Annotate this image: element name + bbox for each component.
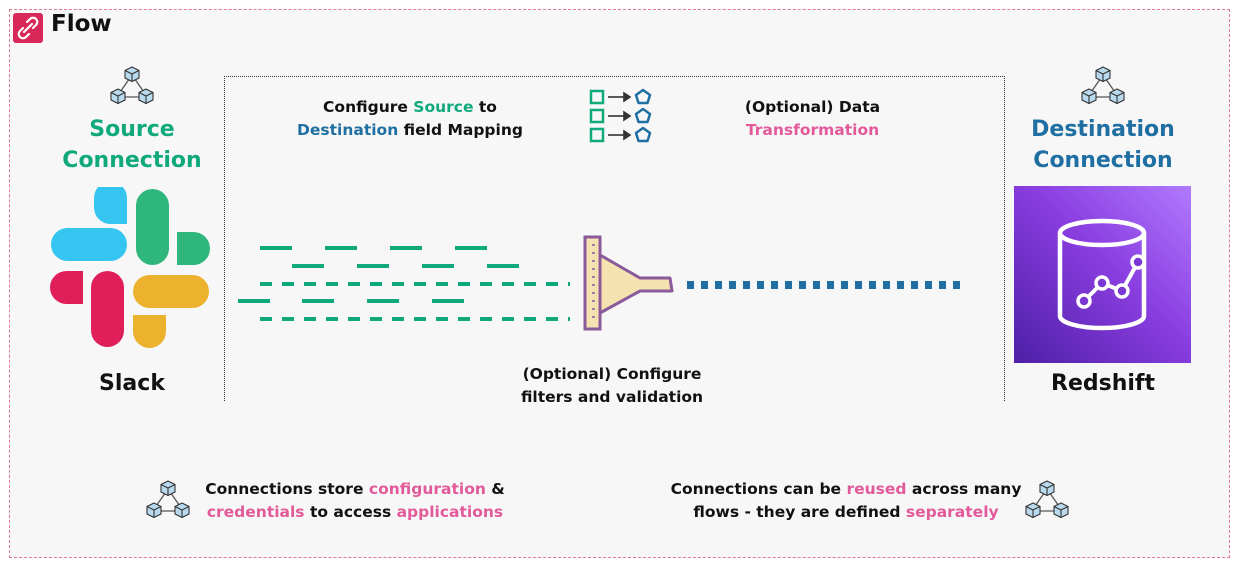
note-left-f: applications xyxy=(396,503,504,521)
transformation-line1: (Optional) Data xyxy=(744,98,881,116)
note-left-e: to access xyxy=(304,503,397,521)
transformation-line2: Transformation xyxy=(745,121,880,139)
filters-validation-text: (Optional) Configure filters and validat… xyxy=(500,363,724,409)
note-left-b: configuration xyxy=(368,480,486,498)
mapping-destination-word: Destination xyxy=(297,121,399,139)
flow-title: Flow xyxy=(51,11,112,37)
flow-link-icon xyxy=(13,13,43,43)
flow-configuration-region xyxy=(224,76,1005,401)
mapping-source-word: Source xyxy=(413,98,474,116)
field-mapping-text: Configure Source to Destination field Ma… xyxy=(290,96,530,142)
connection-cubes-icon xyxy=(146,480,190,519)
field-mapping-icon xyxy=(589,88,652,143)
connections-store-note: Connections store configuration & creden… xyxy=(200,478,510,524)
connection-cubes-icon xyxy=(1081,66,1125,105)
filters-line1: (Optional) Configure xyxy=(522,365,702,383)
destination-app-name: Redshift xyxy=(1051,371,1155,396)
source-heading-line2: Connection xyxy=(62,148,202,173)
connections-reuse-note: Connections can be reused across many fl… xyxy=(665,478,1027,524)
filters-line2: filters and validation xyxy=(520,388,704,406)
source-heading-line1: Source xyxy=(89,117,175,142)
destination-connection-heading: Destination Connection xyxy=(1003,114,1203,176)
mapping-pre: Configure xyxy=(323,98,414,116)
note-left-d: credentials xyxy=(206,503,305,521)
note-right-d: flows - they are defined xyxy=(693,503,906,521)
mapping-mid: to xyxy=(473,98,497,116)
note-right-a: Connections can be xyxy=(670,480,847,498)
note-left-a: Connections store xyxy=(205,480,369,498)
note-right-c: across many xyxy=(906,480,1022,498)
redshift-database-icon xyxy=(1014,186,1191,363)
destination-heading-line1: Destination xyxy=(1031,117,1175,142)
connection-cubes-icon xyxy=(1025,480,1069,519)
note-left-c: & xyxy=(485,480,505,498)
mapping-post: field Mapping xyxy=(398,121,523,139)
slack-logo xyxy=(50,187,210,348)
funnel-filter-icon xyxy=(583,235,674,331)
transformation-text: (Optional) Data Transformation xyxy=(720,96,905,142)
source-data-stream xyxy=(238,246,570,321)
destination-heading-line2: Connection xyxy=(1033,148,1173,173)
note-right-b: reused xyxy=(846,480,907,498)
destination-data-stream xyxy=(687,281,967,289)
source-app-name: Slack xyxy=(99,371,165,396)
source-connection-heading: Source Connection xyxy=(42,114,222,176)
note-right-e: separately xyxy=(905,503,999,521)
connection-cubes-icon xyxy=(110,66,154,105)
